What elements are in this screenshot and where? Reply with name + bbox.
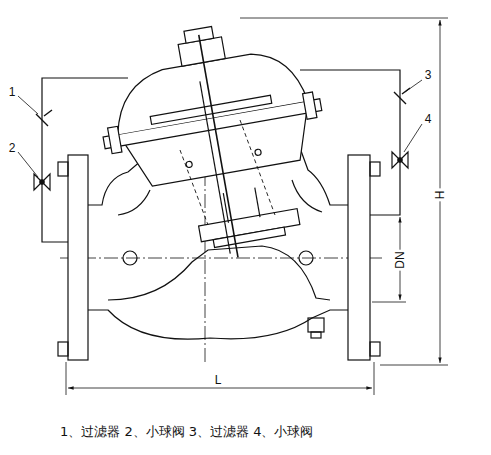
rivet (255, 149, 262, 156)
dimension-label: H (433, 189, 447, 202)
bolt-nut (370, 342, 380, 356)
drain-plug (308, 318, 324, 332)
valve-seat (108, 246, 330, 300)
callout-number: 2 (9, 142, 16, 154)
valve-body (88, 310, 348, 339)
control-pipe (42, 78, 128, 242)
callout-number: 1 (9, 86, 16, 98)
flange (68, 155, 88, 360)
flange (348, 155, 370, 360)
valve-body (292, 180, 322, 212)
flow-port (299, 251, 313, 265)
callout-number: 3 (425, 69, 432, 81)
control-pipe (300, 70, 400, 215)
caption: 1、过滤器 2、小球阀 3、过滤器 4、小球阀 (60, 424, 313, 440)
valve-disc (213, 227, 285, 247)
valve-body (300, 148, 348, 205)
dimension-line (66, 18, 448, 395)
bolt-nut (108, 126, 122, 153)
bolt-nut (303, 92, 317, 119)
bolt-nut (370, 162, 380, 176)
valve-stem (200, 81, 230, 253)
callout-number: 4 (425, 113, 432, 125)
disc-guide (255, 188, 260, 218)
ball-valve-symbol (34, 174, 50, 190)
valve-body (118, 190, 150, 215)
valve-body (88, 160, 142, 205)
flow-port (123, 251, 137, 265)
bolt-nut (58, 162, 68, 176)
leader-line (18, 80, 422, 177)
rivet (186, 161, 193, 168)
dimension-label: DN (393, 249, 407, 270)
filter-symbol (36, 110, 52, 126)
bolt-nut (58, 342, 68, 356)
hidden-line (180, 120, 275, 225)
center-line (60, 258, 385, 259)
valve-stem (199, 35, 238, 258)
drain-plug (311, 332, 321, 338)
ball-valve-symbol (392, 152, 408, 168)
dimension-label: L (213, 373, 224, 387)
